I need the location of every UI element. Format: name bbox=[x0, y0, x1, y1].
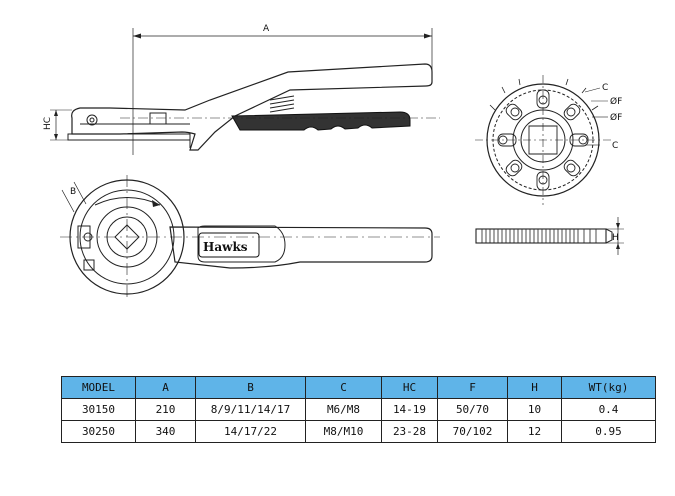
header-c: C bbox=[305, 376, 382, 399]
cell-hc: 23-28 bbox=[381, 420, 438, 443]
handle-side-view bbox=[50, 28, 440, 155]
brand-badge: Hawks bbox=[203, 240, 248, 254]
dim-label-h: H bbox=[612, 233, 619, 243]
dim-label-f1: ØF bbox=[610, 96, 622, 107]
dim-label-b: B bbox=[70, 187, 76, 197]
cell-b: 8/9/11/14/17 bbox=[195, 398, 306, 421]
table-row: 30250 340 14/17/22 M8/M10 23-28 70/102 1… bbox=[61, 420, 656, 443]
cell-model: 30250 bbox=[61, 420, 136, 443]
cell-weight: 0.95 bbox=[561, 420, 656, 443]
cell-model: 30150 bbox=[61, 398, 136, 421]
cell-b: 14/17/22 bbox=[195, 420, 306, 443]
handle-top-view bbox=[60, 175, 440, 300]
dim-label-c2: C bbox=[612, 141, 618, 151]
spec-table-header-row: MODEL A B C HC F H WT(kg) bbox=[61, 376, 656, 399]
header-h: H bbox=[507, 376, 562, 399]
dim-label-f2: ØF bbox=[610, 112, 622, 123]
cell-h: 10 bbox=[507, 398, 562, 421]
header-b: B bbox=[195, 376, 306, 399]
cell-hc: 14-19 bbox=[381, 398, 438, 421]
cell-c: M8/M10 bbox=[305, 420, 382, 443]
cell-f: 50/70 bbox=[437, 398, 508, 421]
header-weight: WT(kg) bbox=[561, 376, 656, 399]
cell-a: 340 bbox=[135, 420, 196, 443]
cell-h: 12 bbox=[507, 420, 562, 443]
cell-weight: 0.4 bbox=[561, 398, 656, 421]
cell-f: 70/102 bbox=[437, 420, 508, 443]
dim-label-c: C bbox=[602, 83, 608, 93]
flange-side-view bbox=[475, 217, 624, 255]
header-a: A bbox=[135, 376, 196, 399]
technical-drawing: A HC B Hawks C ØF ØF C H bbox=[43, 24, 624, 300]
flange-face-view bbox=[475, 75, 611, 205]
dim-label-a: A bbox=[263, 24, 270, 34]
dim-label-hc: HC bbox=[43, 117, 53, 130]
cell-c: M6/M8 bbox=[305, 398, 382, 421]
table-row: 30150 210 8/9/11/14/17 M6/M8 14-19 50/70… bbox=[61, 398, 656, 421]
spec-table: MODEL A B C HC F H WT(kg) 30150 210 8/9/… bbox=[61, 376, 656, 443]
header-model: MODEL bbox=[61, 376, 136, 399]
header-f: F bbox=[437, 376, 508, 399]
header-hc: HC bbox=[381, 376, 438, 399]
cell-a: 210 bbox=[135, 398, 196, 421]
